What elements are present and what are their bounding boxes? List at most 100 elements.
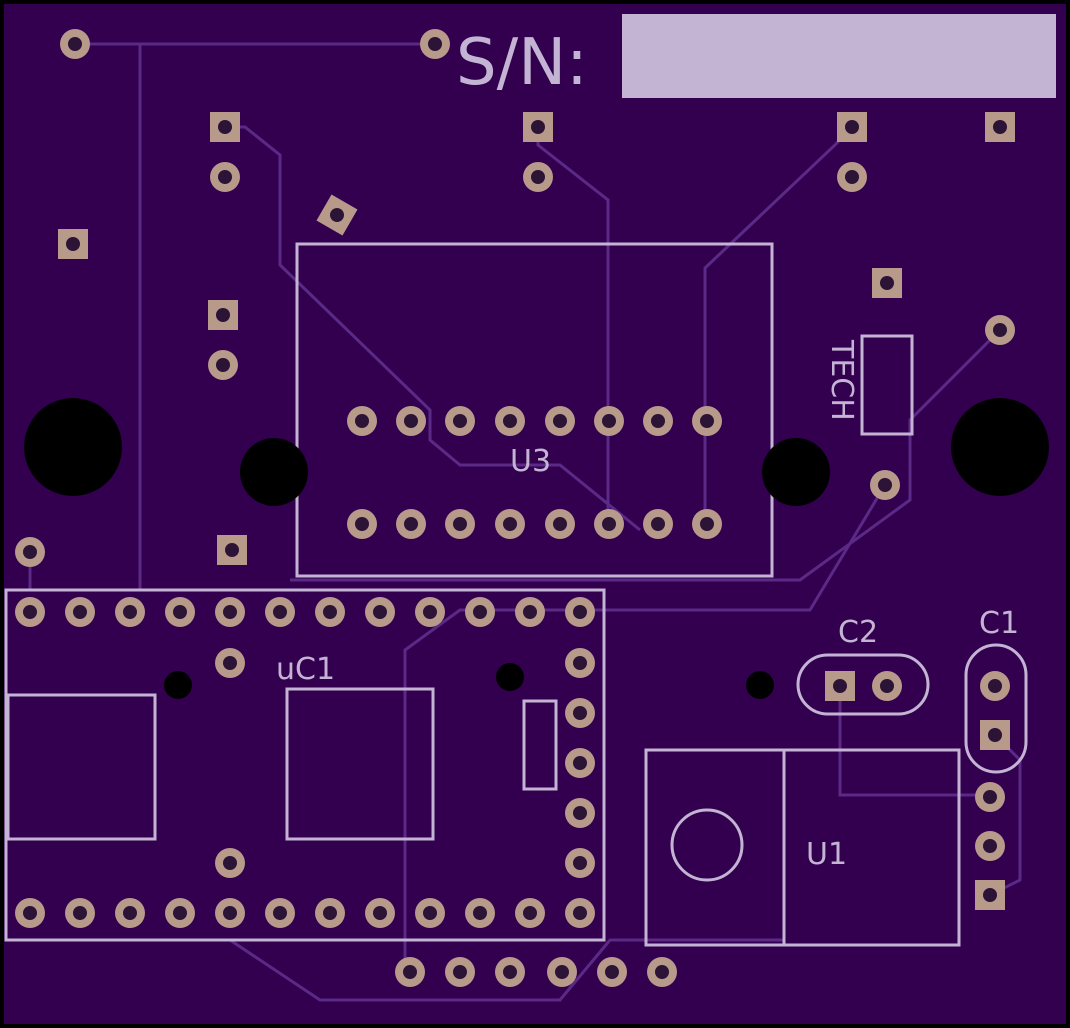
round-pad [594, 509, 624, 539]
round-pad [495, 406, 525, 436]
round-pad [545, 406, 575, 436]
round-pad [395, 957, 425, 987]
round-pad [265, 898, 295, 928]
round-pad [215, 648, 245, 678]
round-pad [647, 957, 677, 987]
round-pad [60, 29, 90, 59]
uc1-small-part-outline [522, 699, 558, 791]
round-pad [597, 957, 627, 987]
mounting-hole-right [951, 398, 1049, 496]
round-pad [347, 509, 377, 539]
round-pad [265, 597, 295, 627]
u3-mount-hole-left [240, 438, 308, 506]
square-pad [217, 535, 247, 565]
u3-designator: U3 [510, 444, 551, 479]
rotated-square-pad [316, 194, 358, 236]
mounting-hole-left [24, 398, 122, 496]
pad-layer [15, 29, 1015, 987]
round-pad [495, 957, 525, 987]
silkscreen-layer [4, 14, 1056, 947]
c2-outline [796, 653, 930, 716]
round-pad [65, 898, 95, 928]
round-pad [523, 162, 553, 192]
square-pad [837, 112, 867, 142]
round-pad [547, 957, 577, 987]
uc1-center-chip-outline [285, 687, 435, 841]
round-pad [565, 597, 595, 627]
silkscreen-text: S/N: U3 uC1 C2 C1 U1 TECH [276, 26, 1019, 872]
via-hole [746, 671, 774, 699]
round-pad [465, 898, 495, 928]
round-pad [565, 698, 595, 728]
round-pad [365, 898, 395, 928]
square-pad [58, 229, 88, 259]
round-pad [165, 597, 195, 627]
round-pad [515, 597, 545, 627]
round-pad [215, 848, 245, 878]
round-pad [115, 597, 145, 627]
round-pad [65, 597, 95, 627]
board-substrate [4, 4, 1066, 1024]
round-pad [975, 782, 1005, 812]
uc1-mount-hole-right [496, 663, 524, 691]
round-pad [210, 162, 240, 192]
square-pad [210, 112, 240, 142]
round-pad [545, 509, 575, 539]
round-pad [315, 898, 345, 928]
tech-designator: TECH [824, 339, 859, 421]
square-pad [208, 300, 238, 330]
round-pad [465, 597, 495, 627]
u1-designator: U1 [806, 837, 847, 872]
round-pad [872, 671, 902, 701]
u1-outline [644, 748, 961, 947]
round-pad [215, 597, 245, 627]
round-pad [975, 831, 1005, 861]
round-pad [985, 315, 1015, 345]
tech-button-outline [860, 334, 914, 436]
round-pad [208, 350, 238, 380]
square-pad [980, 720, 1010, 750]
drill-holes [24, 398, 1049, 699]
square-pad [872, 268, 902, 298]
serial-number-label: S/N: [456, 26, 588, 100]
round-pad [692, 406, 722, 436]
round-pad [565, 748, 595, 778]
round-pad [15, 597, 45, 627]
round-pad [315, 597, 345, 627]
round-pad [837, 162, 867, 192]
square-pad [523, 112, 553, 142]
round-pad [420, 29, 450, 59]
round-pad [565, 648, 595, 678]
round-pad [643, 509, 673, 539]
round-pad [565, 898, 595, 928]
round-pad [495, 509, 525, 539]
round-pad [594, 406, 624, 436]
u3-outline [295, 242, 774, 578]
round-pad [445, 406, 475, 436]
round-pad [980, 671, 1010, 701]
uc1-outline [4, 588, 606, 942]
uc1-mount-hole-left [164, 671, 192, 699]
round-pad [565, 848, 595, 878]
round-pad [445, 509, 475, 539]
u3-mount-hole-right [762, 438, 830, 506]
round-pad [396, 406, 426, 436]
round-pad [870, 470, 900, 500]
round-pad [415, 898, 445, 928]
c1-outline [964, 643, 1028, 774]
round-pad [115, 898, 145, 928]
uc1-designator: uC1 [276, 652, 335, 687]
round-pad [415, 597, 445, 627]
round-pad [515, 898, 545, 928]
serial-number-field [622, 14, 1056, 98]
c1-designator: C1 [979, 606, 1019, 641]
square-pad [975, 880, 1005, 910]
round-pad [215, 898, 245, 928]
uc1-left-chip-outline [6, 693, 157, 841]
c2-designator: C2 [838, 615, 878, 650]
round-pad [396, 509, 426, 539]
square-pad [825, 671, 855, 701]
round-pad [15, 537, 45, 567]
round-pad [565, 798, 595, 828]
